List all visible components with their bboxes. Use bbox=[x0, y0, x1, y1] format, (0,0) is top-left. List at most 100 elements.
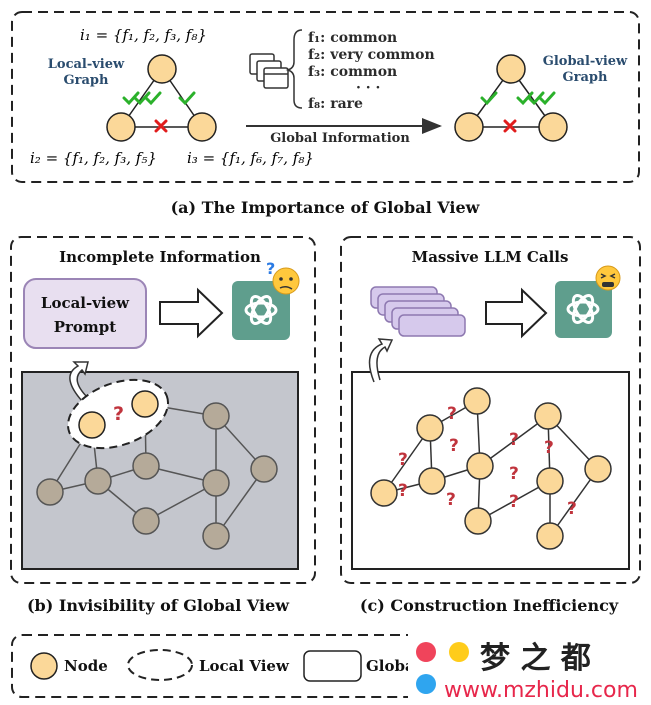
node bbox=[36, 478, 64, 506]
question-mark: ? bbox=[544, 438, 554, 458]
local-view-graph-label-2: Graph bbox=[64, 73, 109, 88]
prompt-label-2: Prompt bbox=[54, 318, 117, 336]
panel-c: Massive LLM Calls bbox=[340, 236, 641, 584]
panel-b-title: Incomplete Information bbox=[59, 248, 261, 266]
watermark-logo-dot bbox=[416, 642, 436, 662]
node bbox=[536, 467, 564, 495]
tired-face-icon bbox=[595, 265, 621, 291]
question-mark: ? bbox=[446, 490, 456, 510]
legend: Node Local View Globa bbox=[11, 634, 640, 698]
node bbox=[416, 414, 444, 442]
legend-global-view-label: Globa bbox=[366, 657, 415, 675]
right-arrow-icon bbox=[485, 287, 548, 339]
feature-row: f₈: rare bbox=[308, 96, 363, 112]
watermark-url: www.mzhidu.com bbox=[444, 678, 638, 703]
question-mark: ? bbox=[398, 450, 408, 470]
confused-face-icon: ? bbox=[266, 259, 300, 295]
curved-arrow-icon bbox=[69, 361, 89, 402]
chatgpt-icon bbox=[232, 281, 290, 340]
caption-a: (a) The Importance of Global View bbox=[171, 198, 481, 217]
node bbox=[496, 54, 526, 84]
feature-ellipsis: · · · bbox=[356, 80, 380, 96]
legend-local-view-label: Local View bbox=[199, 657, 290, 675]
node bbox=[106, 112, 136, 142]
global-view-graph-label-1: Global-view bbox=[543, 54, 628, 69]
prompt-label-1: Local-view bbox=[41, 294, 130, 312]
global-view-graph bbox=[454, 54, 568, 142]
curved-arrow-icon bbox=[368, 338, 394, 383]
node bbox=[187, 112, 217, 142]
set-i1: i₁ = {f₁, f₂, f₃, f₈} bbox=[80, 26, 207, 44]
watermark-cn-text: 梦 之 都 bbox=[480, 641, 591, 676]
check-icons-left bbox=[122, 91, 196, 106]
node bbox=[84, 467, 112, 495]
node bbox=[538, 112, 568, 142]
node bbox=[584, 455, 612, 483]
panel-b: Incomplete Information Local-view Prompt… bbox=[10, 236, 316, 584]
question-icon: ? bbox=[266, 259, 275, 278]
node bbox=[370, 479, 398, 507]
question-mark: ? bbox=[398, 481, 408, 501]
watermark-logo-dot bbox=[416, 674, 436, 694]
chatgpt-icon bbox=[555, 281, 612, 338]
full-graph bbox=[370, 387, 612, 550]
question-marks: ? ? ? ? ? ? ? ? ? ? bbox=[398, 404, 577, 519]
question-mark: ? bbox=[509, 430, 519, 450]
watermark: 梦 之 都 www.mzhidu.com bbox=[408, 632, 651, 705]
node bbox=[132, 507, 160, 535]
local-view-graph-label-1: Local-view bbox=[48, 57, 125, 72]
legend-global-view-swatch bbox=[303, 650, 362, 682]
panel-a-frame bbox=[11, 11, 640, 183]
question-mark: ? bbox=[509, 492, 519, 512]
node bbox=[534, 402, 562, 430]
panel-c-frame bbox=[340, 236, 641, 584]
local-view-graph bbox=[106, 54, 217, 142]
hidden-graph bbox=[36, 402, 278, 550]
watermark-bg bbox=[408, 632, 651, 705]
node bbox=[202, 522, 230, 550]
global-info-label: Global Information bbox=[270, 131, 410, 146]
legend-node-label: Node bbox=[64, 657, 108, 675]
question-mark: ? bbox=[509, 464, 519, 484]
feature-row: f₁: common bbox=[308, 30, 397, 46]
cross-icon bbox=[503, 119, 517, 133]
node bbox=[147, 54, 177, 84]
node bbox=[78, 411, 106, 439]
caption-b: (b) Invisibility of Global View bbox=[27, 596, 290, 615]
question-mark: ? bbox=[113, 403, 124, 425]
panel-c-title: Massive LLM Calls bbox=[412, 248, 569, 266]
feature-row: f₃: common bbox=[308, 64, 397, 80]
node bbox=[250, 455, 278, 483]
cross-icon bbox=[154, 119, 168, 133]
question-mark: ? bbox=[449, 436, 459, 456]
legend-local-view-swatch bbox=[127, 649, 193, 681]
stacked-prompts bbox=[370, 286, 466, 337]
watermark-logo-dot bbox=[449, 642, 469, 662]
database-icon bbox=[249, 53, 289, 89]
question-mark: ? bbox=[447, 404, 457, 424]
node bbox=[132, 452, 160, 480]
caption-c: (c) Construction Inefficiency bbox=[360, 596, 619, 615]
set-i2: i₂ = {f₁, f₂, f₃, f₅} bbox=[30, 149, 157, 167]
right-arrow-icon bbox=[159, 287, 224, 339]
node bbox=[464, 507, 492, 535]
panel-a: i₁ = {f₁, f₂, f₃, f₈} Local-view Graph i… bbox=[11, 11, 640, 183]
feature-row: f₂: very common bbox=[308, 47, 435, 63]
legend-node-swatch bbox=[30, 652, 58, 680]
node bbox=[418, 467, 446, 495]
question-mark: ? bbox=[567, 499, 577, 519]
set-i3: i₃ = {f₁, f₆, f₇, f₈} bbox=[187, 149, 314, 167]
node bbox=[131, 390, 159, 418]
brace bbox=[285, 29, 303, 109]
node bbox=[466, 452, 494, 480]
node bbox=[454, 112, 484, 142]
node bbox=[536, 522, 564, 550]
node bbox=[463, 387, 491, 415]
check-icons-right bbox=[480, 91, 556, 106]
node bbox=[202, 469, 230, 497]
feature-list: f₁: common f₂: very common f₃: common · … bbox=[308, 30, 435, 112]
local-view-prompt-box bbox=[23, 278, 147, 349]
global-view-graph-label-2: Graph bbox=[563, 70, 608, 85]
node bbox=[202, 402, 230, 430]
